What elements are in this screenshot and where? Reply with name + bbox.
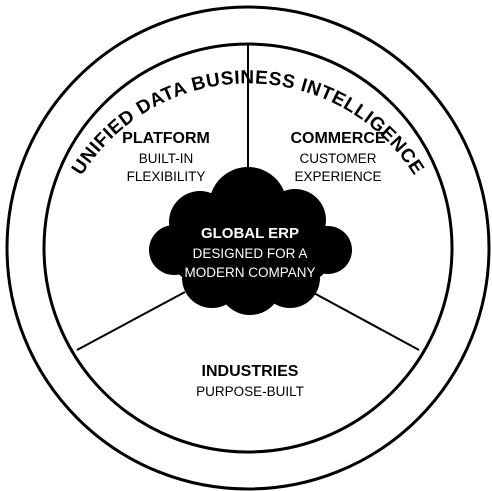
center-line-1: DESIGNED FOR A: [193, 246, 308, 261]
center-line-2: MODERN COMPANY: [184, 265, 315, 280]
platform-title: PLATFORM: [122, 130, 210, 147]
cloud-icon: [149, 167, 352, 315]
commerce-line-2: EXPERIENCE: [294, 169, 381, 184]
commerce-title: COMMERCE: [290, 130, 385, 147]
industries-line-1: PURPOSE-BUILT: [196, 384, 304, 399]
platform-line-1: BUILT-IN: [139, 151, 194, 166]
industries-title: INDUSTRIES: [202, 363, 299, 380]
divider-right: [311, 291, 420, 351]
platform-line-2: FLEXIBILITY: [127, 169, 206, 184]
commerce-line-1: CUSTOMER: [299, 151, 376, 166]
divider-left: [76, 291, 186, 351]
center-title: GLOBAL ERP: [201, 225, 299, 242]
